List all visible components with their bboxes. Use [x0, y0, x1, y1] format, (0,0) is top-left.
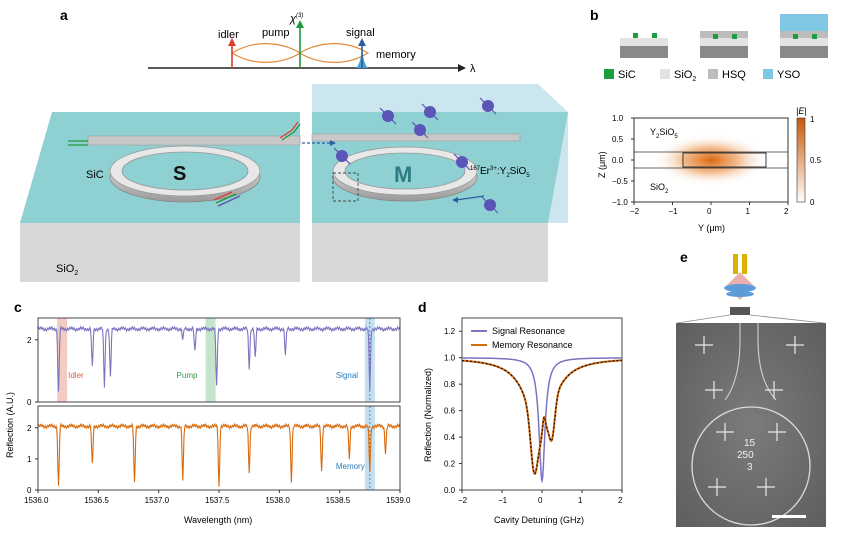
xtick-label: −2	[458, 496, 468, 505]
map-xtick-label: −1	[669, 207, 679, 216]
c-ylabel: Reflection (A.U.)	[5, 392, 15, 458]
cbar-tick-05: 0.5	[810, 156, 822, 165]
ytick-label: 1.0	[444, 354, 456, 363]
memory-resonance-line	[462, 359, 623, 476]
xtick-label: 1536.5	[84, 496, 109, 505]
annotation-label: Memory	[336, 462, 365, 471]
map-xtick-label: −2	[630, 207, 640, 216]
sem-image: 15 250 3	[676, 254, 826, 527]
resonance-chart: 0.0 0.2 0.4 0.6 0.8 1.0 1.2 −2 −1 0 1 2 Signal Reson…	[444, 317, 623, 505]
panel-label-d: d	[418, 299, 427, 315]
xtick-label: 1	[578, 496, 583, 505]
axes-frame-top	[37, 317, 401, 403]
signal-resonance-line	[462, 357, 622, 484]
pump-label: pump	[262, 27, 290, 39]
cbar-tick-0: 0	[810, 198, 815, 207]
xtick-label: −1	[498, 496, 508, 505]
legend-swatch-sio2	[660, 69, 670, 79]
erbium-ion-icons	[333, 97, 499, 214]
ytick-label: 0.0	[444, 486, 456, 495]
legend-label-sic: SiC	[618, 69, 636, 81]
memory-chip: M 167Er3+:Y2SiO5	[302, 84, 568, 282]
legend-label-sio2: SiO2	[674, 69, 696, 83]
legend-swatch-sic	[604, 69, 614, 79]
sic-label: SiC	[86, 169, 104, 181]
trace-bottom	[37, 422, 401, 487]
material-legend: SiC SiO2 HSQ YSO	[604, 69, 801, 83]
map-ytick-label: 0.0	[612, 156, 624, 165]
erbium-label: 167Er3+:Y2SiO5	[470, 166, 530, 179]
annotation-label: Signal	[336, 371, 358, 380]
xtick-label: 1538.0	[265, 496, 290, 505]
sem-mark-2: 250	[737, 450, 754, 461]
ytick-label: 2	[27, 336, 32, 345]
panel-label-c: c	[14, 299, 22, 315]
map-top-label: Y2SiO5	[650, 127, 678, 140]
legend-label: Memory Resonance	[492, 340, 573, 350]
ytick-label: 0.2	[444, 460, 456, 469]
panel-label-b: b	[590, 7, 599, 23]
spectrum-diagram: λ idler χ(3) pump signal memory	[148, 13, 476, 75]
xtick-label: 1538.5	[326, 496, 351, 505]
cbar-label: |E|	[796, 106, 807, 116]
sic-chip: S SiC SiO2	[20, 112, 301, 282]
map-ytick-label: −0.5	[612, 177, 628, 186]
sem-mark-3: 3	[747, 462, 753, 473]
mode-profile-plot: Y2SiO5 SiO2 Z (μm) Y (μm) −2 −1 0 1 2 1.0 0.5 0…	[597, 106, 822, 233]
xtick-label: 1537.5	[205, 496, 230, 505]
map-ytick-label: 0.5	[612, 135, 624, 144]
xtick-label: 1536.0	[24, 496, 49, 505]
annotation-band	[57, 318, 68, 402]
ytick-label: 0	[27, 398, 32, 407]
map-ytick-label: −1.0	[612, 198, 628, 207]
sio2-label: SiO2	[56, 263, 78, 277]
map-xtick-label: 2	[784, 207, 789, 216]
cbar-tick-1: 1	[810, 115, 815, 124]
xtick-label: 1539.0	[386, 496, 411, 505]
trace-top	[37, 324, 401, 392]
ytick-label: 2	[27, 424, 32, 433]
legend-label-yso: YSO	[777, 69, 801, 81]
ytick-label: 0.8	[444, 380, 456, 389]
map-xtick-label: 0	[707, 207, 712, 216]
map-ytick-label: 1.0	[612, 114, 624, 123]
annotation-label: Pump	[177, 371, 198, 380]
ytick-label: 0.4	[444, 433, 456, 442]
legend-label-hsq: HSQ	[722, 69, 746, 81]
map-xtick-label: 1	[746, 207, 751, 216]
annotation-band	[205, 318, 216, 402]
lambda-label: λ	[470, 63, 476, 75]
c-xlabel: Wavelength (nm)	[184, 515, 252, 525]
fabrication-steps	[620, 14, 828, 58]
d-xlabel: Cavity Detuning (GHz)	[494, 515, 584, 525]
ytick-label: 1	[27, 455, 32, 464]
xtick-label: 1537.0	[145, 496, 170, 505]
fit-line	[462, 359, 623, 475]
signal-label: signal	[346, 27, 375, 39]
xtick-label: 2	[618, 496, 623, 505]
sem-mark-1: 15	[744, 438, 756, 449]
ytick-label: 0	[27, 486, 32, 495]
legend-swatch-yso	[763, 69, 773, 79]
xtick-label: 0	[538, 496, 543, 505]
map-xlabel: Y (μm)	[698, 223, 725, 233]
panel-label-e: e	[680, 249, 688, 265]
idler-label: idler	[218, 29, 239, 41]
chi-label: χ(3)	[289, 13, 303, 25]
map-bottom-label: SiO2	[650, 182, 669, 195]
annotation-label: Idler	[68, 371, 84, 380]
ring-m-label: M	[394, 162, 412, 187]
ring-s-label: S	[173, 163, 186, 185]
d-ylabel: Reflection (Normalized)	[423, 368, 433, 462]
ytick-label: 0.6	[444, 407, 456, 416]
panel-label-a: a	[60, 7, 68, 23]
legend-label: Signal Resonance	[492, 326, 565, 336]
scale-bar	[772, 515, 806, 518]
map-ylabel: Z (μm)	[597, 151, 607, 178]
memory-label: memory	[376, 49, 416, 61]
ytick-label: 1.2	[444, 327, 456, 336]
legend-swatch-hsq	[708, 69, 718, 79]
